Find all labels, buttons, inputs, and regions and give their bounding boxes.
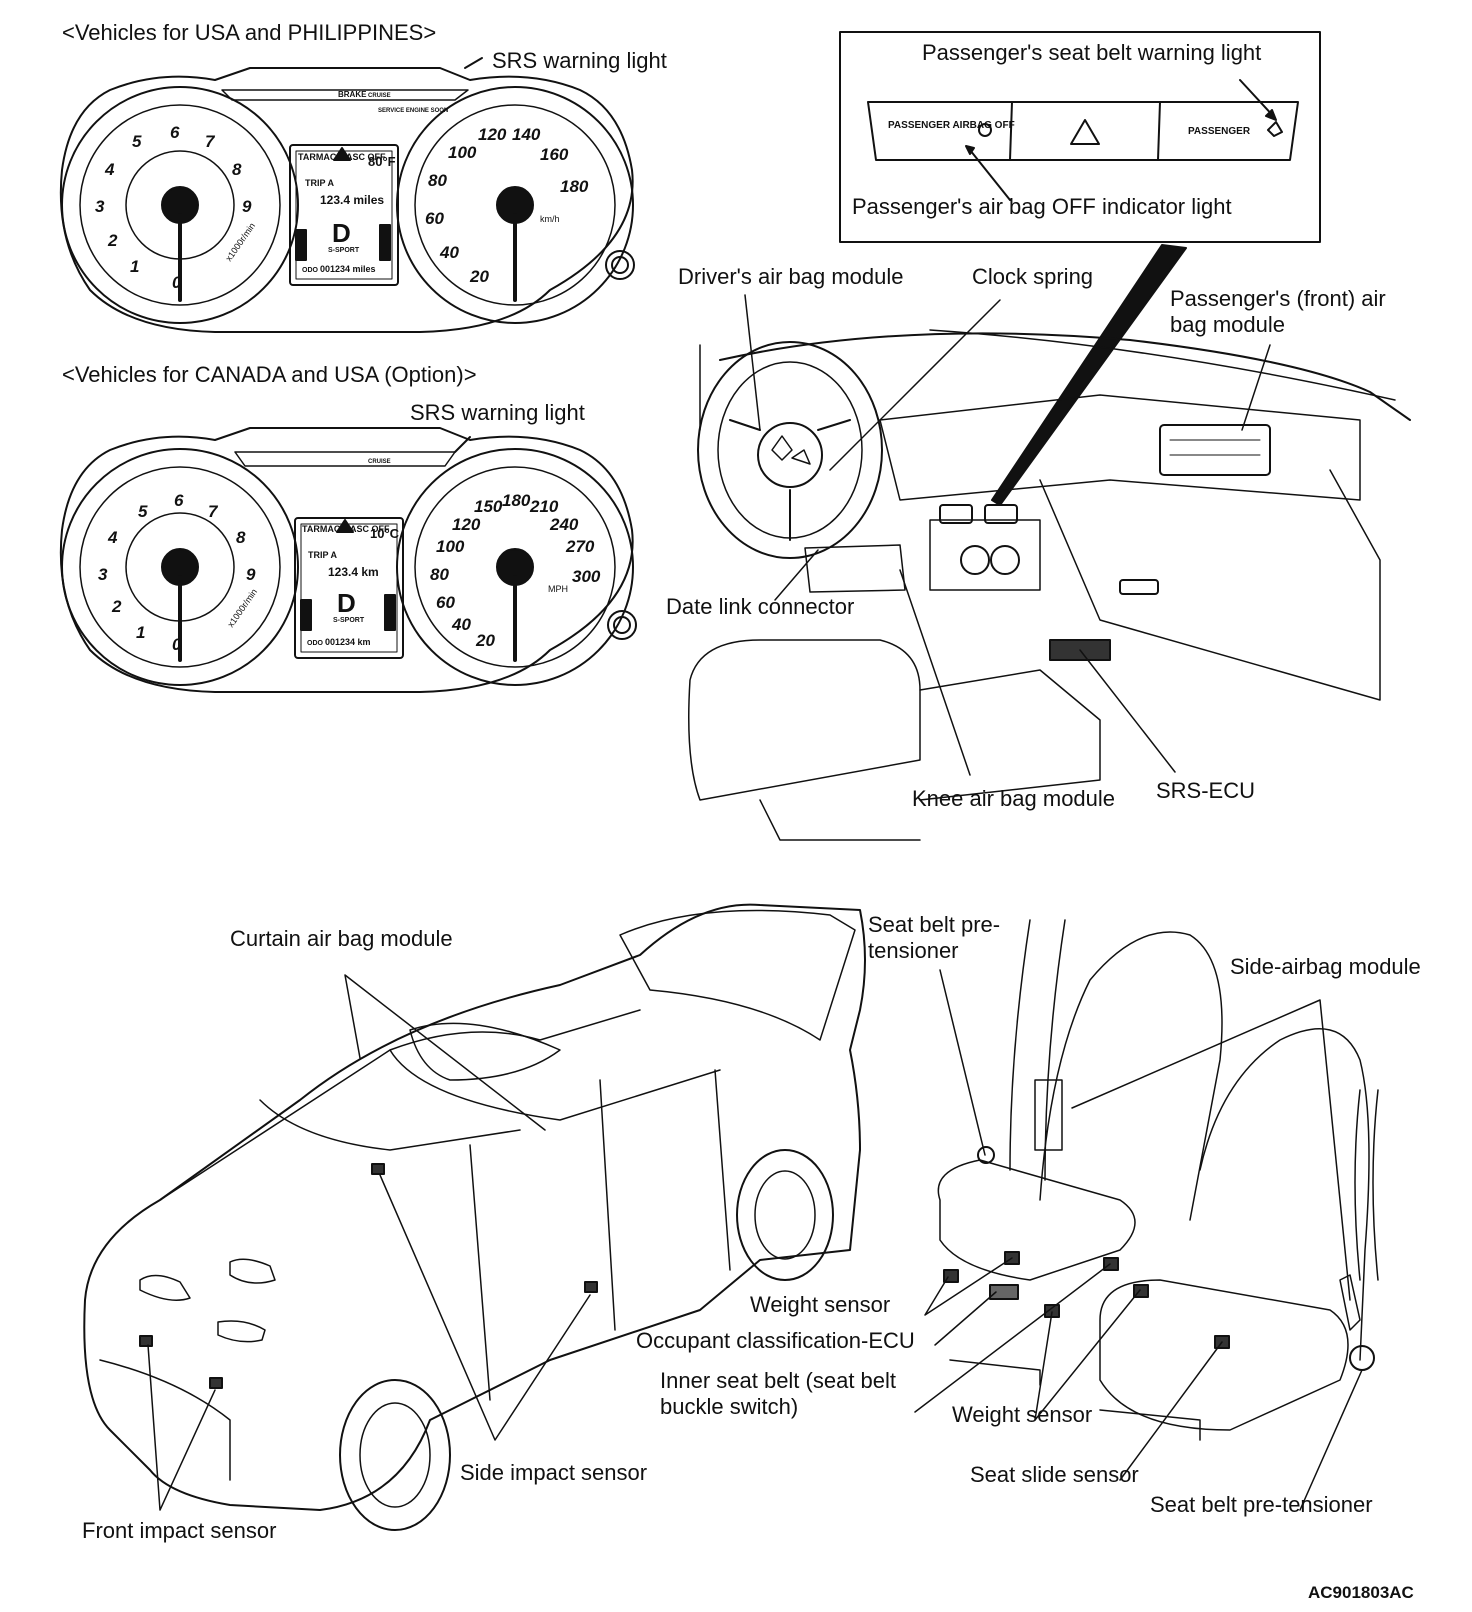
speed-number: 270 xyxy=(565,537,595,556)
seat-slide-sensor-label: Seat slide sensor xyxy=(970,1462,1139,1487)
tach-number: 9 xyxy=(242,197,252,216)
tach-number: 2 xyxy=(111,597,122,616)
srs-warning-label-bottom: SRS warning light xyxy=(410,400,585,425)
curtain-airbag-label: Curtain air bag module xyxy=(230,926,453,951)
lcd-asc: ASC OFF xyxy=(350,524,390,534)
switch-right-text: PASSENGER xyxy=(1188,126,1251,137)
tach-number: 0 xyxy=(172,273,182,292)
seatbelt-pretensioner-label-bottom: Seat belt pre-tensioner xyxy=(1150,1492,1373,1517)
lcd-trip: TRIP A xyxy=(305,178,335,188)
speed-number: 20 xyxy=(475,631,495,650)
tach-unit: x1000r/min xyxy=(225,587,259,629)
tach-number: 8 xyxy=(236,528,246,547)
driver-airbag-label: Driver's air bag module xyxy=(678,264,904,289)
heading-usa: <Vehicles for USA and PHILIPPINES> xyxy=(62,20,437,45)
switch-left-text: PASSENGER AIRBAG OFF xyxy=(888,120,1015,131)
speed-number: 120 xyxy=(478,125,507,144)
tach-number: 5 xyxy=(132,132,142,151)
weight-sensor-label-2: Weight sensor xyxy=(952,1402,1093,1427)
srs-warning-label-top: SRS warning light xyxy=(492,48,667,73)
lcd-trip-value: 123.4 km xyxy=(328,565,379,579)
data-link-connector-label: Date link connector xyxy=(666,594,855,619)
tach-number: 8 xyxy=(232,160,242,179)
tach-number: 1 xyxy=(130,257,139,276)
speed-number: 150 xyxy=(474,497,503,516)
tach-number: 7 xyxy=(205,132,216,151)
side-impact-sensor-label: Side impact sensor xyxy=(460,1460,648,1485)
tach-number: 3 xyxy=(98,565,108,584)
srs-ecu-label: SRS-ECU xyxy=(1156,778,1256,803)
tach-number: 1 xyxy=(136,623,145,642)
speed-number: 100 xyxy=(436,537,465,556)
lcd-odo: ODO xyxy=(302,267,319,274)
lcd-odo-value: 001234 km xyxy=(325,637,371,647)
speed-number: 240 xyxy=(549,515,579,534)
speed-number: 60 xyxy=(425,209,444,228)
instrument-cluster-usa: 0 1 2 3 4 5 6 7 8 9 20 40 60 80 100 120 … xyxy=(59,57,635,333)
tach-number: 6 xyxy=(174,491,184,510)
tach-number: 2 xyxy=(107,231,118,250)
airbag-off-indicator-label: Passenger's air bag OFF indicator light xyxy=(852,194,1232,219)
speed-number: 60 xyxy=(436,593,455,612)
speed-number: 300 xyxy=(572,567,601,586)
weight-sensor-label-1: Weight sensor xyxy=(750,1292,891,1317)
lcd-badge: TARMAC xyxy=(298,152,337,162)
speed-number: 20 xyxy=(469,267,489,286)
tach-number: 7 xyxy=(208,502,219,521)
occupant-classification-ecu-label: Occupant classification-ECU xyxy=(636,1328,915,1353)
lcd-badge: TARMAC xyxy=(302,524,341,534)
knee-airbag-label: Knee air bag module xyxy=(912,786,1116,811)
clock-spring-label: Clock spring xyxy=(972,264,1094,289)
cruise-indicator: CRUISE xyxy=(368,93,391,99)
lcd-trip-value: 123.4 miles xyxy=(320,193,384,207)
side-airbag-label: Side-airbag module xyxy=(1230,954,1421,979)
speed-unit: MPH xyxy=(548,584,568,594)
tach-number: 0 xyxy=(172,635,182,654)
lcd-mode: S-SPORT xyxy=(333,617,365,624)
lcd-odo: ODO xyxy=(307,640,324,647)
inner-seatbelt-label: Inner seat belt (seat belt buckle switch… xyxy=(660,1368,897,1419)
seats-illustration xyxy=(914,919,1379,1511)
tach-number: 5 xyxy=(138,502,148,521)
passenger-switch-panel: PASSENGER AIRBAG OFF PASSENGER xyxy=(839,31,1321,506)
cruise-indicator: CRUISE xyxy=(368,459,391,465)
speed-number: 210 xyxy=(529,497,559,516)
figure-code: AC901803AC xyxy=(1308,1583,1414,1602)
speed-number: 180 xyxy=(502,491,531,510)
tach-number: 4 xyxy=(107,528,118,547)
seatbelt-warning-label: Passenger's seat belt warning light xyxy=(922,40,1262,65)
tach-number: 3 xyxy=(95,197,105,216)
tach-number: 6 xyxy=(170,123,180,142)
speed-number: 120 xyxy=(452,515,481,534)
heading-canada: <Vehicles for CANADA and USA (Option)> xyxy=(62,362,477,387)
speed-number: 80 xyxy=(428,171,447,190)
lcd-odo-value: 001234 miles xyxy=(320,264,376,274)
speed-number: 160 xyxy=(540,145,569,164)
lcd-temp: 80°F xyxy=(368,154,396,169)
lcd-temp: 10°C xyxy=(370,526,400,541)
speed-unit: km/h xyxy=(540,214,560,224)
speed-number: 140 xyxy=(512,125,541,144)
lcd-gear: D xyxy=(337,588,356,618)
speed-number: 80 xyxy=(430,565,449,584)
lcd-trip: TRIP A xyxy=(308,550,338,560)
brake-indicator: BRAKE xyxy=(338,90,367,99)
lcd-mode: S-SPORT xyxy=(328,247,360,254)
speed-number: 40 xyxy=(451,615,471,634)
speed-number: 180 xyxy=(560,177,589,196)
passenger-airbag-label: Passenger's (front) air bag module xyxy=(1170,286,1386,337)
lcd-gear: D xyxy=(332,218,351,248)
tach-number: 9 xyxy=(246,565,256,584)
tach-number: 4 xyxy=(104,160,115,179)
dashboard-illustration xyxy=(688,294,1411,841)
front-impact-sensor-label: Front impact sensor xyxy=(82,1518,277,1543)
seatbelt-pretensioner-label-top: Seat belt pre-tensioner xyxy=(868,912,1001,963)
speed-number: 40 xyxy=(439,243,459,262)
car-illustration xyxy=(83,903,866,1531)
service-indicator: SERVICE ENGINE SOON xyxy=(378,108,448,114)
speed-number: 100 xyxy=(448,143,477,162)
instrument-cluster-canada: 0 1 2 3 4 5 6 7 8 9 20 40 60 80 100 120 … xyxy=(59,427,637,693)
lcd-asc: ASC OFF xyxy=(346,152,386,162)
